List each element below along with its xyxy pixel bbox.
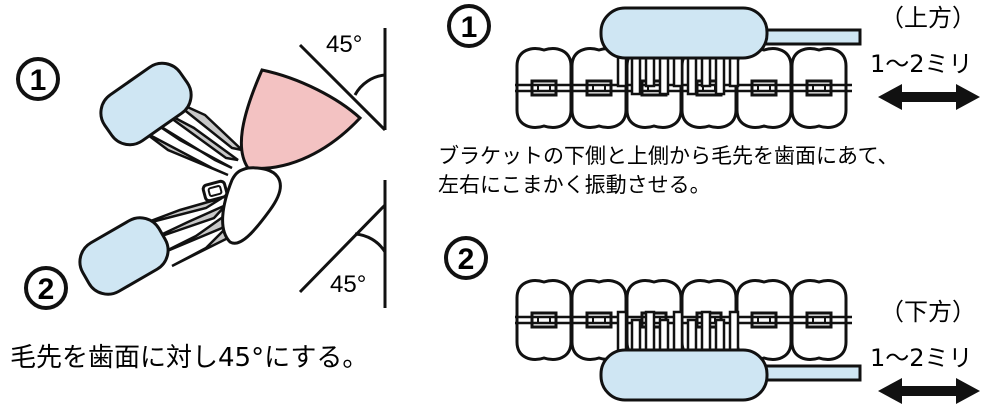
direction-label-top: （上方）: [880, 4, 976, 32]
upper-brush-bristles: [143, 98, 247, 177]
tooth-profile: [221, 166, 282, 245]
marker-1-left-label: 1: [30, 64, 47, 97]
angle-guide-top: [298, 28, 387, 132]
archwire-top: [515, 83, 852, 93]
double-arrow-top: [878, 84, 980, 110]
marker-2-left-label: 2: [38, 273, 55, 306]
angle-label-bottom: 45°: [330, 271, 366, 298]
lower-brush-head: [78, 216, 170, 296]
left-caption: 毛先を歯面に対し45°にする。: [10, 343, 368, 373]
right-top-diagram: 1: [447, 4, 980, 129]
instruction-line-1: ブラケットの下側と上側から毛先を歯面にあて、: [438, 144, 899, 168]
marker-1-right: 1: [447, 4, 491, 48]
marker-2-left: 2: [24, 266, 68, 310]
bristles-bottom: [616, 310, 740, 354]
tooth-bracket: [201, 179, 229, 203]
right-bottom-diagram: 2 （下方: [444, 236, 980, 404]
brush-bottom: [599, 348, 862, 402]
marker-1-left: 1: [16, 57, 60, 101]
double-arrow-bottom: [878, 378, 980, 404]
left-diagram: 1 2: [16, 28, 387, 310]
distance-label-bottom: 1～2ミリ: [870, 344, 973, 372]
archwire-bottom: [515, 315, 852, 325]
angle-guide-bottom: [298, 180, 387, 308]
marker-2-right: 2: [444, 236, 488, 280]
upper-brush-head: [99, 61, 193, 147]
direction-label-bottom: （下方）: [880, 298, 976, 326]
brush-top: [599, 6, 862, 60]
marker-2-right-label: 2: [458, 243, 475, 276]
marker-1-right-label: 1: [461, 11, 478, 44]
gum: [239, 68, 363, 170]
instruction-line-2: 左右にこまかく振動させる。: [438, 173, 711, 197]
bristles-top: [616, 50, 740, 96]
angle-label-top: 45°: [326, 31, 362, 58]
distance-label-top: 1～2ミリ: [870, 50, 973, 78]
